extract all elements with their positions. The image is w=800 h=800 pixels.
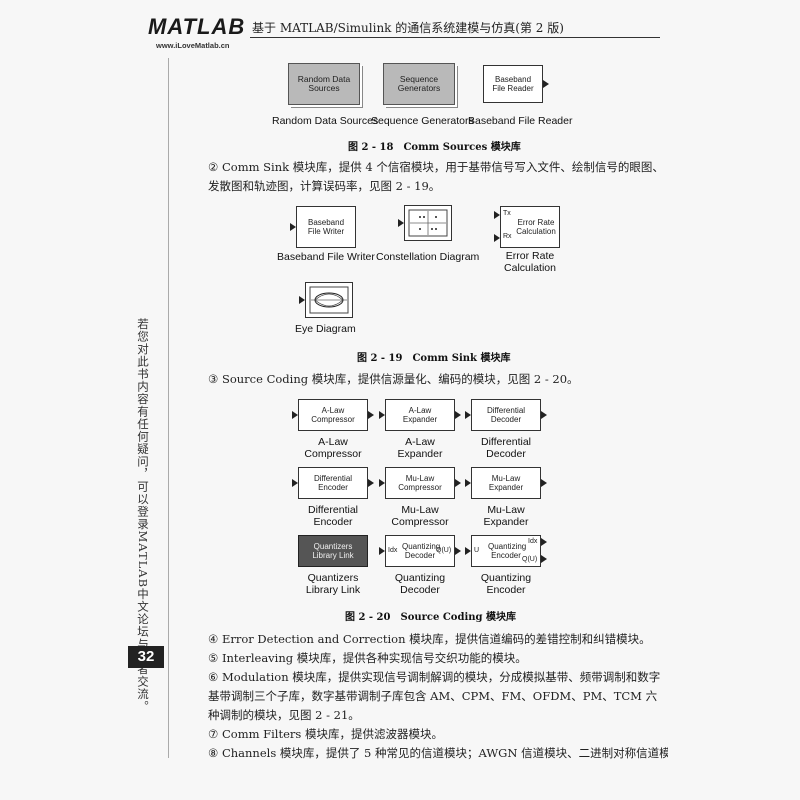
a-law-expander-block-text: A-Law Expander <box>402 406 438 424</box>
mu-law-expander-block-text: Mu-Law Expander <box>488 474 524 492</box>
qe-output-arrows <box>541 538 547 563</box>
label-constellation-diagram: Constellation Diagram <box>376 251 480 263</box>
paragraph-comm-sink: ② Comm Sink 模块库，提供 4 个信宿模块，用于基带信号写入文件、绘制… <box>208 158 668 196</box>
constellation-diagram-block <box>398 205 452 241</box>
label-random-data-sources: Random Data Sources <box>272 115 379 127</box>
paragraph-comm-filters: ⑦ Comm Filters 模块库，提供滤波器模块。 <box>208 727 443 741</box>
sequence-generators-block: Sequence Generators <box>383 63 455 105</box>
qe-u-port: U <box>474 547 480 554</box>
margin-line <box>168 58 169 758</box>
figure-2-18-caption: 图 2 - 18 Comm Sources 模块库 <box>348 142 521 153</box>
label-sequence-generators: Sequence Generators <box>371 115 474 127</box>
paragraph-source-coding: ③ Source Coding 模块库，提供信源量化、编码的模块，见图 2 - … <box>208 370 668 389</box>
quantizers-library-link-block-text: Quantizers Library Link <box>312 542 354 560</box>
logo-url: www.iLoveMatlab.cn <box>156 41 230 50</box>
baseband-file-reader-block: Baseband File Reader <box>483 65 549 103</box>
mu-law-compressor-block-text: Mu-Law Compressor <box>398 474 442 492</box>
baseband-file-writer-text: Baseband File Writer <box>307 218 345 236</box>
a-law-compressor-block-text: A-Law Compressor <box>311 406 355 424</box>
eye-diagram-icon <box>309 286 349 314</box>
label-baseband-file-writer: Baseband File Writer <box>277 251 375 263</box>
qd-idx-port: Idx <box>388 547 398 554</box>
quantizing-decoder-block: Quantizing Decoder <box>379 535 461 567</box>
label-a-law-expander: A-Law Expander <box>397 436 443 460</box>
quantizing-encoder-block-text: Quantizing Encoder <box>488 542 527 560</box>
error-rate-calculation-block: Error Rate Calculation <box>500 206 560 248</box>
differential-decoder-block: Differential Decoder <box>465 399 547 431</box>
qd-q-port: Q(U) <box>436 547 452 554</box>
figure-2-20-caption: 图 2 - 20 Source Coding 模块库 <box>345 612 516 623</box>
constellation-icon <box>408 209 448 237</box>
mu-law-compressor-block: Mu-Law Compressor <box>379 467 461 499</box>
logo-word: MATLAB <box>148 14 246 39</box>
label-mu-law-expander: Mu-Law Expander <box>483 504 529 528</box>
paragraph-modulation: ⑥ Modulation 模块库，提供实现信号调制解调的模块，分成模拟基带、频带… <box>208 670 661 722</box>
differential-encoder-block-text: Differential Encoder <box>313 474 353 492</box>
a-law-expander-block: A-Law Expander <box>379 399 461 431</box>
label-a-law-compressor: A-Law Compressor <box>304 436 362 460</box>
label-eye-diagram: Eye Diagram <box>295 323 356 335</box>
bottom-paragraphs: ④ Error Detection and Correction 模块库，提供信… <box>208 630 668 763</box>
quantizing-decoder-block-text: Quantizing Decoder <box>402 542 441 560</box>
differential-encoder-block: Differential Encoder <box>292 467 374 499</box>
paragraph-channels: ⑧ Channels 模块库，提供了 5 种常见的信道模块；AWGN 信道模块、… <box>208 746 668 760</box>
page-number: 32 <box>128 646 164 668</box>
matlab-logo: MATLAB www.iLoveMatlab.cn <box>148 14 246 54</box>
baseband-file-reader-text: Baseband File Reader <box>492 75 534 93</box>
random-data-sources-block: Random Data Sources <box>288 63 360 105</box>
qe-q-port: Q(U) <box>522 556 538 563</box>
label-differential-encoder: Differential Encoder <box>308 504 358 528</box>
label-error-rate-calculation: Error Rate Calculation <box>504 250 556 274</box>
paragraph-interleaving: ⑤ Interleaving 模块库，提供各种实现信号交织功能的模块。 <box>208 651 527 665</box>
label-baseband-file-reader: Baseband File Reader <box>468 115 573 127</box>
erc-input-arrows <box>494 211 500 242</box>
quantizing-encoder-block: Quantizing Encoder <box>465 535 541 567</box>
differential-decoder-block-text: Differential Decoder <box>486 406 526 424</box>
a-law-compressor-block: A-Law Compressor <box>292 399 374 431</box>
label-mu-law-compressor: Mu-Law Compressor <box>391 504 449 528</box>
erc-tx-port: Tx <box>503 210 511 217</box>
erc-rx-port: Rx <box>503 233 512 240</box>
eye-diagram-block <box>299 282 353 318</box>
label-differential-decoder: Differential Decoder <box>481 436 531 460</box>
label-quantizing-decoder: Quantizing Decoder <box>394 572 446 596</box>
label-quantizers-library-link: Quantizers Library Link <box>305 572 361 596</box>
figure-2-19-caption: 图 2 - 19 Comm Sink 模块库 <box>357 353 511 364</box>
paragraph-comm-sink-text: ② Comm Sink 模块库，提供 4 个信宿模块，用于基带信号写入文件、绘制… <box>208 160 664 193</box>
baseband-file-writer-block: Baseband File Writer <box>290 206 356 248</box>
header-rule <box>250 37 660 38</box>
error-rate-calculation-text: Error Rate Calculation <box>516 218 556 236</box>
paragraph-error-detection: ④ Error Detection and Correction 模块库，提供信… <box>208 632 651 646</box>
running-header-title: 基于 MATLAB/Simulink 的通信系统建模与仿真(第 2 版) <box>252 21 564 35</box>
mu-law-expander-block: Mu-Law Expander <box>465 467 547 499</box>
side-note: 若您对此书内容有任何疑问，可以登录MATLAB中文论坛与作者交流。 <box>136 318 150 714</box>
quantizers-library-link-block: Quantizers Library Link <box>298 535 368 567</box>
paragraph-source-coding-text: ③ Source Coding 模块库，提供信源量化、编码的模块，见图 2 - … <box>208 372 579 386</box>
label-quantizing-encoder: Quantizing Encoder <box>480 572 532 596</box>
qe-idx-port: Idx <box>528 538 538 545</box>
